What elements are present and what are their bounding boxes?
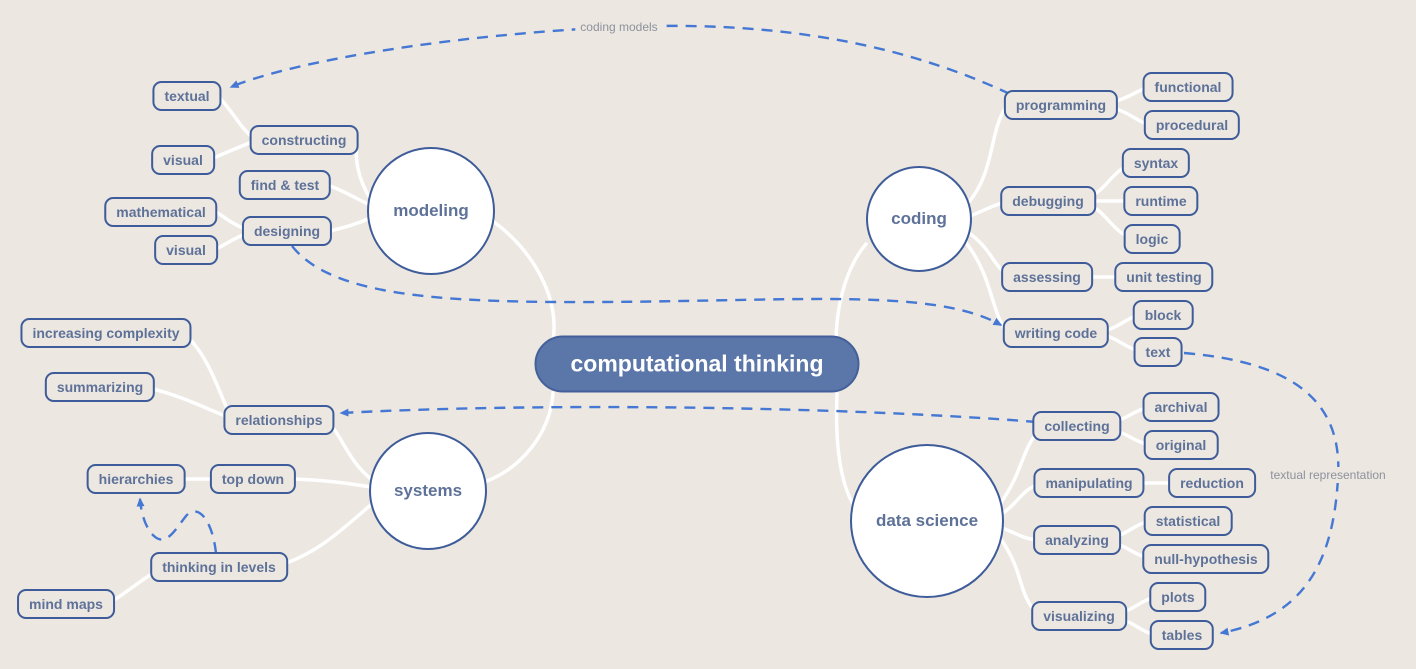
topic-node-data-science[interactable]: data science	[850, 444, 1004, 598]
node-visualizing[interactable]: visualizing	[1031, 601, 1127, 631]
node-original[interactable]: original	[1143, 430, 1219, 460]
branch-line	[218, 96, 254, 139]
node-tables[interactable]: tables	[1149, 620, 1215, 650]
node-find-test[interactable]: find & test	[238, 170, 332, 200]
node-unit-testing[interactable]: unit testing	[1114, 262, 1214, 292]
node-summarizing[interactable]: summarizing	[44, 372, 156, 402]
node-functional[interactable]: functional	[1142, 72, 1234, 102]
node-plots[interactable]: plots	[1149, 582, 1207, 612]
branch-line	[292, 477, 373, 489]
link-label: textual representation	[1265, 467, 1391, 483]
branch-line	[328, 184, 372, 207]
dashed-link-collecting-to-relationships	[339, 405, 1038, 424]
node-procedural[interactable]: procedural	[1143, 110, 1241, 140]
node-syntax[interactable]: syntax	[1121, 148, 1191, 178]
node-designing[interactable]: designing	[241, 216, 333, 246]
node-hierarchies[interactable]: hierarchies	[86, 464, 186, 494]
node-reduction[interactable]: reduction	[1168, 468, 1256, 498]
node-mind-maps[interactable]: mind maps	[17, 589, 115, 619]
dashed-link-programming-to-textual	[229, 24, 1011, 96]
branch-line	[216, 211, 247, 231]
central-topic-node[interactable]: computational thinking	[534, 335, 860, 393]
node-increasing-complexity[interactable]: increasing complexity	[20, 318, 192, 348]
branch-line	[1000, 526, 1039, 542]
branch-line	[966, 105, 1008, 205]
node-visual-2[interactable]: visual	[154, 235, 218, 265]
node-logic[interactable]: logic	[1123, 224, 1181, 254]
node-relationships[interactable]: relationships	[223, 405, 335, 435]
branch-line	[1121, 618, 1154, 636]
node-assessing[interactable]: assessing	[1001, 262, 1093, 292]
branch-line	[329, 423, 374, 482]
branch-line	[998, 536, 1038, 614]
node-top-down[interactable]: top down	[209, 464, 297, 494]
branch-line	[1121, 596, 1154, 614]
node-text[interactable]: text	[1133, 337, 1183, 367]
branch-line	[282, 501, 375, 566]
branch-line	[1105, 334, 1138, 352]
branch-line	[1114, 107, 1149, 126]
node-thinking-in-levels[interactable]: thinking in levels	[150, 552, 288, 582]
node-statistical[interactable]: statistical	[1143, 506, 1233, 536]
node-programming[interactable]: programming	[1003, 90, 1119, 120]
node-archival[interactable]: archival	[1142, 392, 1220, 422]
branch-line	[834, 392, 856, 508]
branch-line	[354, 140, 373, 202]
branch-line	[214, 232, 247, 251]
node-writing-code[interactable]: writing code	[1002, 318, 1110, 348]
node-manipulating[interactable]: manipulating	[1033, 468, 1145, 498]
node-constructing[interactable]: constructing	[249, 125, 359, 155]
node-null-hypothesis[interactable]: null-hypothesis	[1142, 544, 1270, 574]
topic-node-coding[interactable]: coding	[866, 166, 972, 272]
branch-line	[485, 391, 555, 483]
node-analyzing[interactable]: analyzing	[1033, 525, 1121, 555]
dashed-link-thinking-levels-to-hierarchies	[136, 497, 218, 554]
branch-line	[1105, 314, 1138, 332]
node-block[interactable]: block	[1132, 300, 1194, 330]
topic-node-systems[interactable]: systems	[369, 432, 487, 550]
branch-line	[1114, 86, 1148, 103]
branch-line	[328, 216, 372, 233]
branch-line	[151, 387, 230, 419]
branch-line	[492, 220, 556, 343]
node-mathematical[interactable]: mathematical	[104, 197, 218, 227]
topic-node-modeling[interactable]: modeling	[367, 147, 495, 275]
node-visual-1[interactable]: visual	[151, 145, 215, 175]
node-runtime[interactable]: runtime	[1123, 186, 1199, 216]
node-collecting[interactable]: collecting	[1032, 411, 1122, 441]
branch-line	[185, 334, 231, 414]
branch-line	[112, 570, 157, 602]
node-debugging[interactable]: debugging	[1000, 186, 1096, 216]
node-textual[interactable]: textual	[152, 81, 222, 111]
branch-line	[834, 242, 868, 341]
dashed-link-text-to-tables	[1183, 351, 1340, 636]
branch-line	[1115, 520, 1148, 538]
branch-line	[207, 140, 254, 162]
link-label: coding models	[575, 19, 663, 35]
